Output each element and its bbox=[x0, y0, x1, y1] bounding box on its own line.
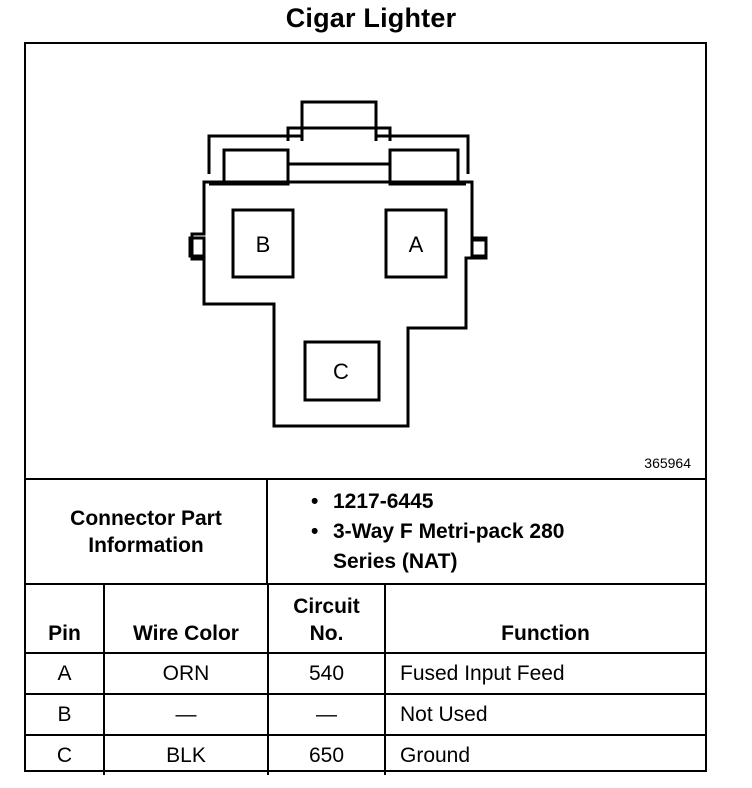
part-number: 1217-6445 bbox=[333, 490, 434, 513]
header-circuit-line2: No. bbox=[309, 622, 344, 645]
pin-table-header-row: Pin Wire Color Circuit No. Function bbox=[26, 583, 705, 654]
wire-color-cell: — bbox=[103, 693, 269, 736]
header-pin: Pin bbox=[26, 583, 105, 654]
connector-body-outline bbox=[190, 180, 488, 428]
connector-latch bbox=[300, 100, 378, 141]
connector-part-info-list: • 1217-6445 • 3-Way F Metri-pack 280 Ser… bbox=[311, 487, 573, 577]
connector-type-item: • 3-Way F Metri-pack 280 Series (NAT) bbox=[311, 517, 573, 577]
function-cell: Ground bbox=[384, 734, 705, 775]
left-lock-tab bbox=[188, 236, 206, 258]
diagram-title: Cigar Lighter bbox=[285, 3, 457, 33]
cavity-a-label: A bbox=[409, 232, 424, 257]
bullet-icon: • bbox=[311, 490, 319, 513]
pin-cell: A bbox=[26, 652, 105, 695]
cavity-c-label: C bbox=[333, 359, 349, 384]
header-circuit-no: Circuit No. bbox=[267, 583, 386, 654]
wire-color-cell: ORN bbox=[103, 652, 269, 695]
wire-color-cell: BLK bbox=[103, 734, 269, 775]
cavity-c-box bbox=[303, 340, 381, 402]
connector-part-info-label: Connector Part Information bbox=[70, 506, 222, 557]
header-function: Function bbox=[384, 583, 705, 654]
bullet-icon: • bbox=[311, 520, 319, 543]
header-wire-color: Wire Color bbox=[103, 583, 269, 654]
circuit-cell: — bbox=[267, 693, 386, 736]
cavity-a-box bbox=[384, 208, 448, 279]
connector-shoulder-inner bbox=[222, 148, 460, 182]
header-circuit-line1: Circuit bbox=[293, 595, 360, 618]
part-number-item: • 1217-6445 bbox=[311, 487, 573, 517]
pin-cell: C bbox=[26, 734, 105, 775]
figure-number: 365964 bbox=[644, 455, 691, 471]
connector-face-drawing: B A C bbox=[188, 100, 488, 428]
circuit-cell: 540 bbox=[267, 652, 386, 695]
table-row: C BLK 650 Ground bbox=[26, 734, 705, 775]
cavity-b-label: B bbox=[256, 232, 271, 257]
connector-part-info: Connector Part Information • 1217-6445 •… bbox=[26, 478, 705, 585]
connector-shoulder-outer bbox=[207, 134, 470, 174]
table-row: A ORN 540 Fused Input Feed bbox=[26, 652, 705, 695]
connector-body-top-edge bbox=[209, 162, 466, 186]
cavity-b-box bbox=[231, 208, 295, 279]
table-row: B — — Not Used bbox=[26, 693, 705, 736]
connector-type: 3-Way F Metri-pack 280 Series (NAT) bbox=[333, 520, 565, 573]
function-cell: Fused Input Feed bbox=[384, 652, 705, 695]
diagram-frame: B A C 365964 Connector Part Information … bbox=[24, 42, 707, 775]
pin-table: Pin Wire Color Circuit No. Function A OR… bbox=[26, 583, 705, 775]
pin-cell: B bbox=[26, 693, 105, 736]
function-cell: Not Used bbox=[384, 693, 705, 736]
right-lock-tab bbox=[470, 236, 488, 258]
circuit-cell: 650 bbox=[267, 734, 386, 775]
connector-part-info-label-cell: Connector Part Information bbox=[26, 480, 268, 583]
